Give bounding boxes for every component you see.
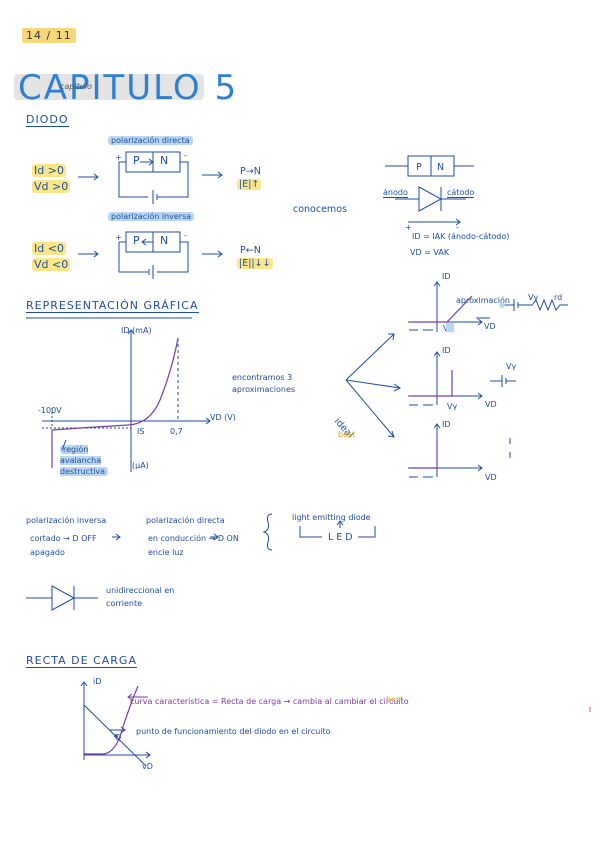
led-title: light emitting diode (292, 513, 371, 522)
vd-negative: Vd <0 (32, 258, 71, 271)
id-positive-text: Id >0 (32, 164, 66, 177)
section-diodo-heading: DIODO (26, 113, 69, 127)
recta-best-label: best (386, 695, 404, 704)
anodo-label: ánodo (383, 188, 408, 198)
id-positive: Id >0 (32, 164, 66, 177)
title-overwrite: capitulo (60, 82, 92, 91)
curva-note: curva característica = Recta de carga → … (130, 697, 409, 706)
ap2-vgamma: Vγ (447, 402, 458, 411)
svg-text:-: - (456, 223, 459, 232)
unidireccional-note: unidireccional en corriente (106, 586, 175, 608)
region-avalancha-note: región avalancha destructiva (60, 444, 109, 477)
graph-id-axis-label: ID (mA) (121, 326, 152, 335)
vd-equation: VD = VAK (410, 248, 450, 257)
punto-note: punto de funcionamiento del diodo en el … (136, 727, 331, 736)
inversa-note-title: polarización inversa (26, 516, 107, 525)
vd-positive: Vd >0 (32, 180, 71, 193)
led-label: LED (328, 532, 356, 543)
pn-inverse: P←N (240, 245, 261, 256)
diode-box-n: N (437, 162, 445, 173)
ap3-id: ID (442, 420, 451, 429)
id-equation: ID = IAK (ánodo-cátodo) (412, 232, 510, 241)
graph-vd-axis-label: VD (V) (210, 413, 236, 422)
graph-ua-label: (μA) (132, 461, 149, 470)
ap2-vd: VD (485, 400, 497, 409)
vd-positive-text: Vd >0 (32, 180, 71, 193)
ap1-rd: rd (554, 293, 563, 302)
svg-text:-: - (184, 151, 187, 160)
ap1-circuit-vg: Vγ (528, 293, 539, 302)
directa-label: polarización directa (108, 136, 193, 145)
encontramos-note: encontramos 3 aproximaciones (232, 373, 296, 394)
p-label-1: P (133, 154, 140, 167)
inversa-label: polarización inversa (108, 212, 195, 221)
inversa-note-text: cortado → D OFF apagado (30, 534, 97, 557)
graph-v100-label: -100V (38, 406, 62, 415)
aprox-note: aproximación (456, 296, 510, 305)
ap2-id: ID (442, 346, 451, 355)
svg-text:+: + (115, 233, 122, 242)
graph-is-label: IS (137, 427, 145, 436)
recta-vd-label: vD (142, 762, 153, 771)
q-point-label: Q (115, 733, 122, 742)
id-negative: Id <0 (32, 242, 66, 255)
id-negative-text: Id <0 (32, 242, 66, 255)
ap3-vd: VD (485, 473, 497, 482)
ap1-id: ID (442, 272, 451, 281)
p-label-2: P (133, 234, 140, 247)
conocemos-text: conocemos (293, 204, 347, 215)
pn-direct: P→N (240, 166, 261, 177)
ap2-circuit-vg: Vγ (506, 362, 517, 371)
pn-inverse-sub: |E||↓↓ (237, 258, 273, 269)
title-highlight (14, 74, 204, 100)
directa-note-title: polarización directa (146, 516, 225, 525)
directa-note-text: en conducción → D ON encie luz (148, 534, 239, 557)
vd-negative-text: Vd <0 (32, 258, 71, 271)
svg-text:+: + (115, 153, 122, 162)
svg-text:-: - (184, 231, 187, 240)
best-label: best (338, 430, 356, 439)
svg-text:+: + (405, 223, 412, 232)
diode-box-p: P (416, 162, 422, 173)
pn-direct-sub: |E|↑ (237, 179, 262, 190)
graph-v07-label: 0,7 (170, 427, 183, 436)
recta-id-label: iD (93, 677, 102, 686)
date-tag: 14 / 11 (22, 28, 76, 43)
chapter-title: CAPITULO 5 (18, 68, 239, 108)
n-label-2: N (160, 234, 169, 247)
section-representacion-heading: REPRESENTACIÓN GRÁFICA (26, 299, 199, 313)
catodo-label: cátodo (447, 188, 475, 198)
ap1-vd: VD (484, 322, 496, 331)
section-recta-heading: RECTA DE CARGA (26, 654, 137, 668)
n-label-1: N (160, 154, 169, 167)
